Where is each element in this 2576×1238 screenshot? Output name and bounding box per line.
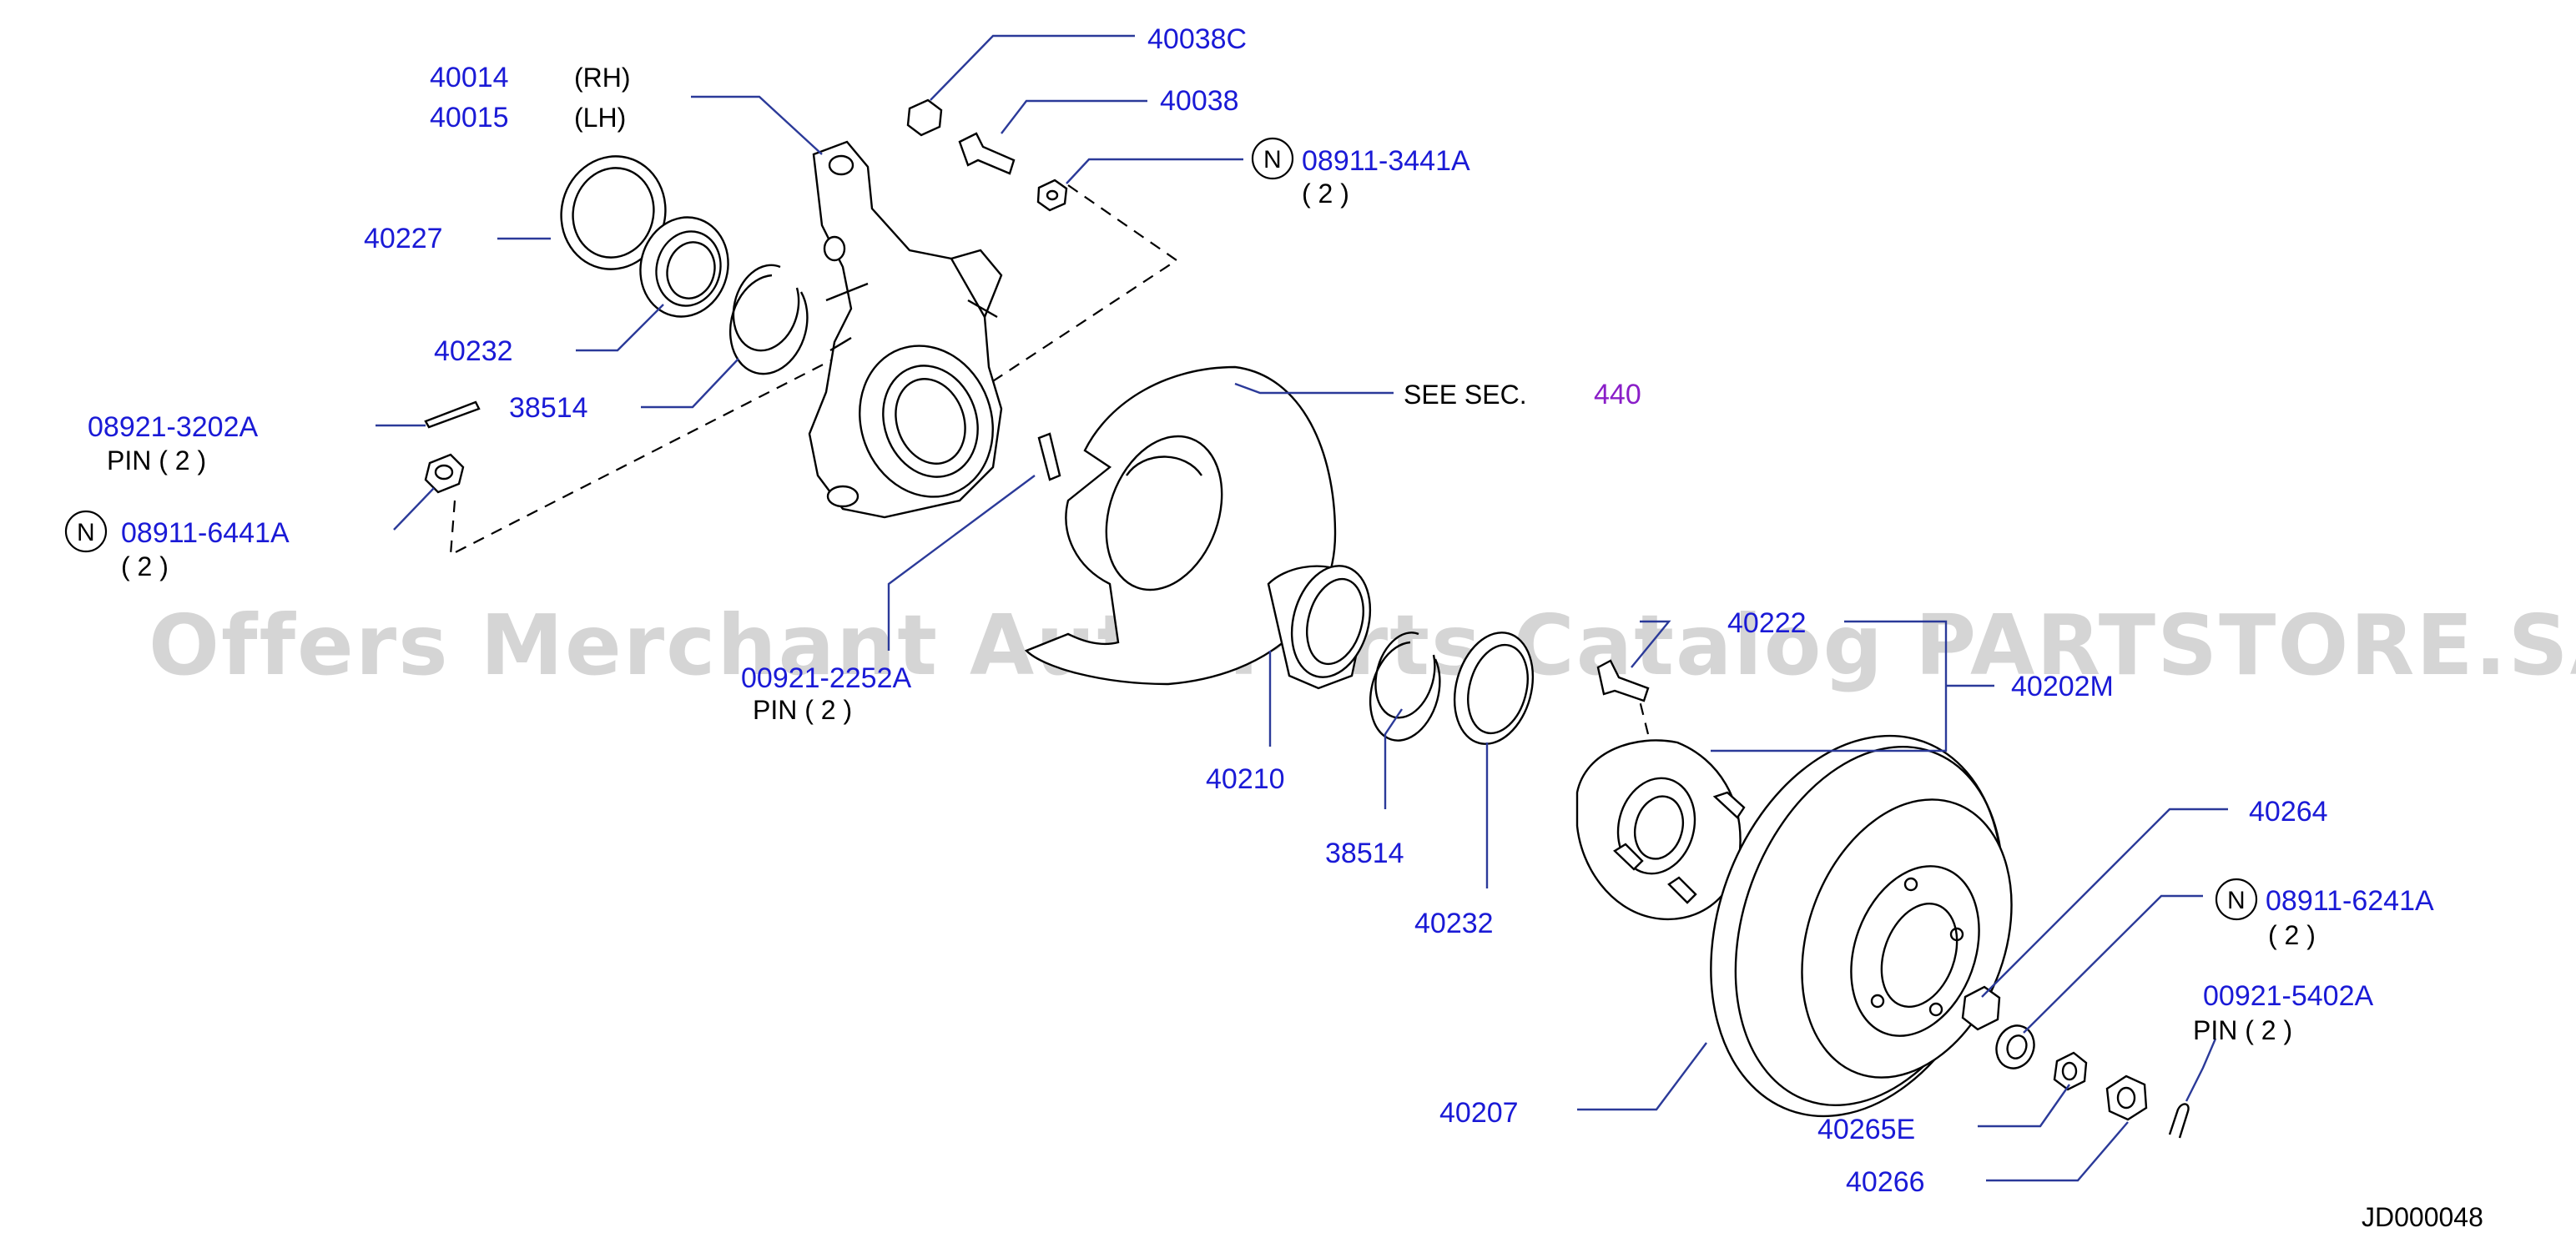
steering-knuckle-drawing bbox=[808, 140, 1003, 519]
see-sec-prefix: SEE SEC. bbox=[1404, 380, 1527, 410]
label-40266[interactable]: 40266 bbox=[1846, 1166, 1925, 1198]
axle-nut-group bbox=[1961, 985, 2190, 1139]
label-40014[interactable]: 40014 bbox=[430, 62, 509, 93]
label-40210[interactable]: 40210 bbox=[1206, 763, 1285, 795]
label-40222[interactable]: 40222 bbox=[1727, 607, 1807, 639]
label-08921-3202A[interactable]: 08921-3202A bbox=[88, 411, 259, 443]
label-40015-side: (LH) bbox=[574, 103, 626, 133]
label-00921-2252A[interactable]: 00921-2252A bbox=[741, 662, 912, 694]
left-pin-and-nut bbox=[424, 400, 481, 494]
label-00921-5402A[interactable]: 00921-5402A bbox=[2203, 980, 2374, 1012]
label-08911-6441A-qty: ( 2 ) bbox=[121, 551, 169, 581]
label-38514-left[interactable]: 38514 bbox=[509, 392, 588, 424]
wheel-bearing-drawing bbox=[1267, 565, 1372, 690]
right-ring-and-seal bbox=[1369, 632, 1535, 745]
n-symbol-2: N bbox=[64, 510, 108, 553]
label-08911-6241A[interactable]: 08911-6241A bbox=[2266, 885, 2434, 917]
label-40038C[interactable]: 40038C bbox=[1147, 23, 1247, 55]
label-00921-5402A-note: PIN ( 2 ) bbox=[2193, 1015, 2292, 1045]
label-40202M[interactable]: 40202M bbox=[2011, 671, 2114, 702]
label-40264[interactable]: 40264 bbox=[2249, 796, 2328, 828]
label-00921-2252A-note: PIN ( 2 ) bbox=[753, 695, 852, 725]
n-symbol-3: N bbox=[2215, 878, 2258, 921]
label-38514-right[interactable]: 38514 bbox=[1325, 838, 1404, 869]
svg-text:N: N bbox=[1263, 146, 1282, 174]
label-40014-side: (RH) bbox=[574, 63, 631, 93]
label-08911-3441A-qty: ( 2 ) bbox=[1302, 179, 1349, 209]
label-08911-6441A[interactable]: 08911-6441A bbox=[121, 517, 290, 549]
label-40227[interactable]: 40227 bbox=[364, 223, 443, 254]
diagram-id: JD000048 bbox=[2362, 1202, 2483, 1232]
label-40038[interactable]: 40038 bbox=[1160, 85, 1239, 117]
label-40207[interactable]: 40207 bbox=[1439, 1097, 1519, 1129]
left-seal-bearing-group bbox=[560, 155, 809, 375]
label-08911-3441A[interactable]: 08911-3441A bbox=[1302, 145, 1470, 177]
leader-lines bbox=[376, 34, 2228, 1182]
brake-rotor-drawing bbox=[1710, 734, 2013, 1118]
see-sec-link[interactable]: 440 bbox=[1594, 379, 1641, 410]
svg-text:N: N bbox=[2227, 887, 2246, 914]
top-bolt-and-nuts bbox=[906, 98, 1068, 212]
label-40015[interactable]: 40015 bbox=[430, 102, 509, 133]
n-symbol-1: N bbox=[1251, 137, 1294, 180]
splash-shield-drawing bbox=[1024, 365, 1337, 686]
label-40232-right[interactable]: 40232 bbox=[1414, 908, 1494, 939]
wheel-hub-drawing bbox=[1575, 659, 1746, 921]
label-08921-3202A-note: PIN ( 2 ) bbox=[107, 445, 206, 476]
label-08911-6241A-qty: ( 2 ) bbox=[2268, 920, 2316, 950]
svg-text:N: N bbox=[77, 519, 95, 546]
label-40232-left[interactable]: 40232 bbox=[434, 335, 513, 367]
label-40265E[interactable]: 40265E bbox=[1817, 1114, 1915, 1145]
